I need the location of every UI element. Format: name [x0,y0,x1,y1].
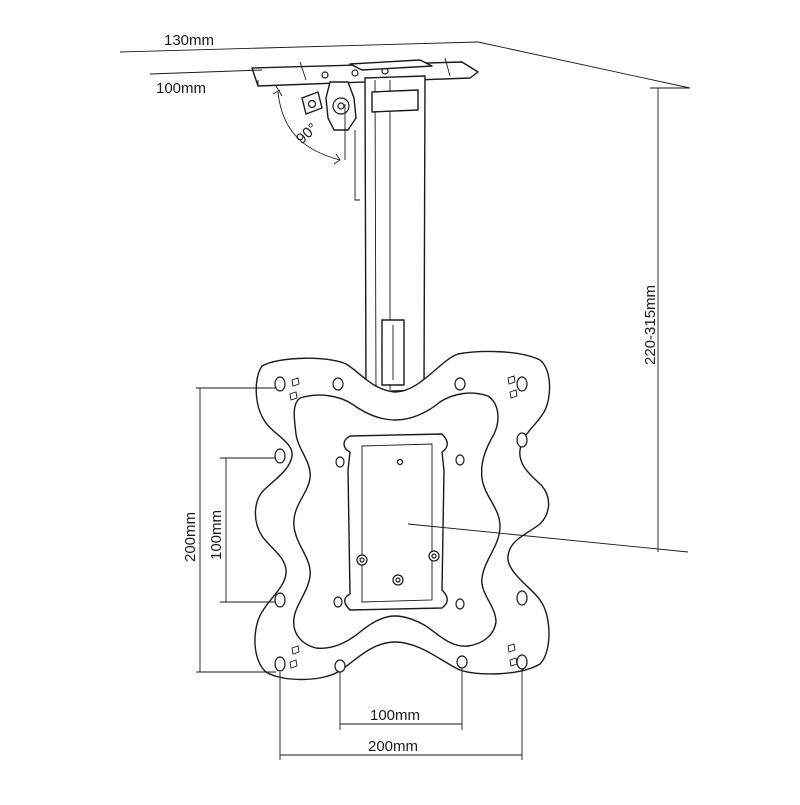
label-vesa-outer-horizontal: 200mm [368,738,418,755]
label-vesa-inner-vertical: 100mm [208,510,225,560]
label-ceiling-plate-width: 130mm [164,32,214,49]
vesa-plate [254,350,551,681]
label-vesa-inner-horizontal: 100mm [370,707,420,724]
label-tilt-angle: 90° [293,120,321,148]
mounting-holes [274,376,528,673]
extension-pole [354,75,426,393]
dimension-lines [119,41,691,760]
label-ceiling-plate-depth: 100mm [156,80,206,97]
tilt-bracket [301,81,357,131]
label-height-range: 220-315mm [642,285,659,365]
vesa-center-plate [343,433,448,611]
label-vesa-outer-vertical: 200mm [182,512,199,562]
ceiling-plate [251,57,479,87]
